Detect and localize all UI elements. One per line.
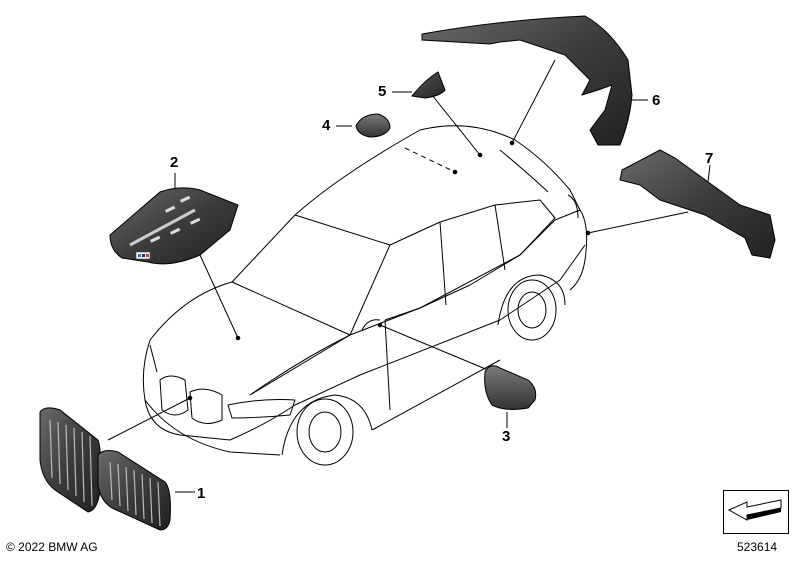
arrow-page-icon [727,499,782,521]
callout-7[interactable]: 7 [705,150,714,167]
part-5-shark-fin[interactable] [411,71,446,99]
callout-6[interactable]: 6 [652,92,661,109]
part-3-mirror-cap[interactable] [484,365,537,410]
part-7-rear-diffuser[interactable] [619,149,776,259]
part-1-kidney-grille[interactable] [39,407,171,531]
copyright-text: © 2022 BMW AG [6,540,98,554]
callout-2[interactable]: 2 [170,154,179,171]
part-4-antenna-base[interactable] [355,113,391,138]
part-2-engine-cover[interactable] [109,187,239,265]
callout-1[interactable]: 1 [197,485,206,502]
callout-5[interactable]: 5 [378,83,387,100]
vehicle-outline [142,125,588,466]
part-6-roof-spoiler[interactable] [421,15,633,146]
callout-3[interactable]: 3 [502,428,511,445]
diagram-id: 523614 [737,540,778,554]
leader-lines [107,59,711,493]
callout-4[interactable]: 4 [322,117,331,134]
next-page-button[interactable] [723,490,789,534]
